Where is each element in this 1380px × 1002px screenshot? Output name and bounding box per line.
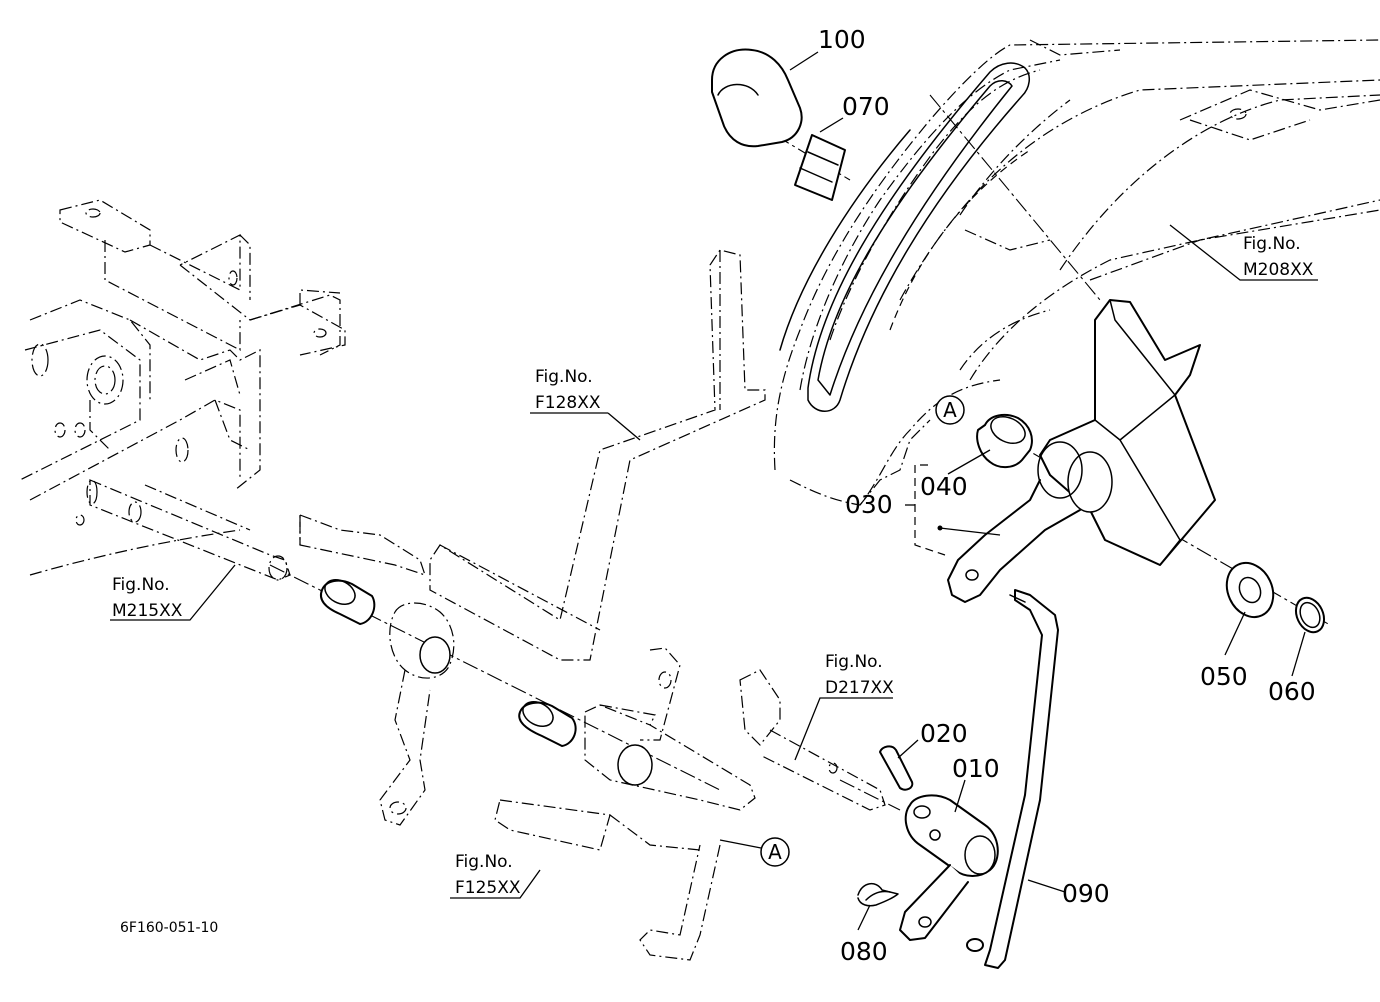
svg-text:Fig.No.: Fig.No. [535,367,593,387]
svg-text:A: A [768,840,782,864]
callout-labels: 100 070 040 030 050 060 020 010 090 080 [818,25,1316,966]
frame-bracket-ghost [19,199,346,576]
callout-020[interactable]: 020 [920,719,968,748]
drawing-code: 6F160-051-10 [120,920,218,936]
callout-060[interactable]: 060 [1268,677,1316,706]
callout-100[interactable]: 100 [818,25,866,54]
figure-reference-f128xx[interactable]: Fig.No. F128XX [535,367,601,413]
connector-marker-a-bottom: A [719,837,790,867]
part-010-lever[interactable] [899,794,999,941]
part-080-clip[interactable] [857,883,899,907]
figure-reference-m208xx[interactable]: Fig.No. M208XX [1243,234,1314,280]
part-090-rod[interactable] [966,589,1059,969]
svg-text:M208XX: M208XX [1243,260,1314,280]
group-leader-030 [939,527,1001,536]
figure-reference-d217xx[interactable]: Fig.No. D217XX [825,652,894,698]
svg-text:M215XX: M215XX [112,601,183,621]
shaft-bushing-upper [320,578,376,625]
cross-shaft-ghost [86,479,291,581]
svg-text:Fig.No.: Fig.No. [825,652,883,672]
callout-010[interactable]: 010 [952,754,1000,783]
connector-marker-a-top: A [935,395,965,425]
figure-reference-f125xx[interactable]: Fig.No. F125XX [455,852,521,898]
callout-030[interactable]: 030 [845,490,893,519]
callout-090[interactable]: 090 [1062,879,1110,908]
svg-text:F125XX: F125XX [455,878,521,898]
svg-text:D217XX: D217XX [825,678,894,698]
svg-text:A: A [943,398,957,422]
bushing-lever-ghost [379,602,455,826]
callout-080[interactable]: 080 [840,937,888,966]
part-030-shift-lever[interactable] [947,299,1216,603]
callout-040[interactable]: 040 [920,472,968,501]
pedal-arm-ghost [299,249,766,661]
callout-050[interactable]: 050 [1200,662,1248,691]
shift-gate-slot [779,62,1030,412]
part-100-knob[interactable] [711,48,803,148]
callout-070[interactable]: 070 [842,92,890,121]
shaft-bushing-lower [518,700,577,747]
part-070-sleeve[interactable] [794,134,846,201]
fender-panel-ghost [773,39,1380,506]
svg-text:Fig.No.: Fig.No. [1243,234,1301,254]
figure-reference-m215xx[interactable]: Fig.No. M215XX [112,575,183,621]
svg-text:Fig.No.: Fig.No. [455,852,513,872]
part-020-pin[interactable] [879,745,914,791]
svg-text:Fig.No.: Fig.No. [112,575,170,595]
rod-ghost [739,669,886,811]
part-060-snap-ring[interactable] [1291,593,1330,637]
callout-leaders [110,51,1318,931]
pedal-boss-ghost [584,704,756,811]
brake-pedal-ghost [494,647,721,961]
svg-text:F128XX: F128XX [535,393,601,413]
part-040-bushing[interactable] [976,412,1033,468]
part-050-washer[interactable] [1218,555,1282,624]
